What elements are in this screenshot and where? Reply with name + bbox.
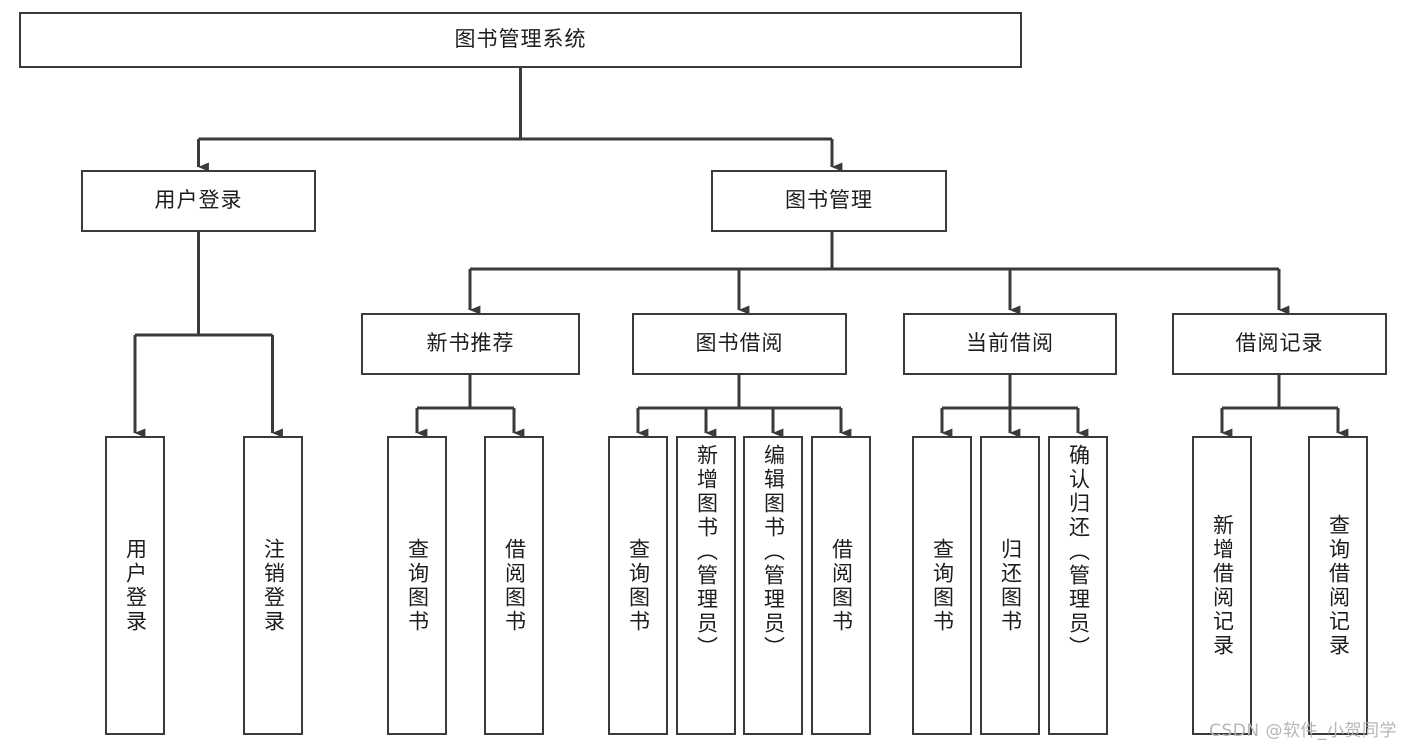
node-book-borrow[interactable]: 图书借阅 <box>632 313 847 375</box>
node-current-borrow[interactable]: 当前借阅 <box>903 313 1117 375</box>
node-leaf-add-book[interactable]: 新增图书（管理员） <box>676 436 736 735</box>
node-leaf-query-book-2-label: 查询图书 <box>626 537 651 634</box>
connectors-borrow-record-to-leaves <box>1220 375 1349 438</box>
node-book-borrow-label: 图书借阅 <box>695 331 784 356</box>
node-leaf-query-record[interactable]: 查询借阅记录 <box>1308 436 1368 735</box>
node-current-borrow-label: 当前借阅 <box>966 331 1054 356</box>
node-borrow-record-label: 借阅记录 <box>1235 331 1324 356</box>
connectors-root-to-level1 <box>197 68 843 172</box>
node-leaf-return-book[interactable]: 归还图书 <box>980 436 1040 735</box>
node-new-book-recommend[interactable]: 新书推荐 <box>361 313 580 375</box>
connectors-user-login-to-leaves <box>133 232 283 438</box>
node-leaf-add-record-label: 新增借阅记录 <box>1210 513 1235 658</box>
node-user-login-label: 用户登录 <box>154 188 243 213</box>
node-new-book-recommend-label: 新书推荐 <box>426 331 515 356</box>
node-leaf-logout-login[interactable]: 注销登录 <box>243 436 303 735</box>
connectors-new-book-recommend-to-leaves <box>415 375 525 438</box>
node-leaf-borrow-book-1-label: 借阅图书 <box>502 537 527 634</box>
node-leaf-edit-book[interactable]: 编辑图书（管理员） <box>743 436 803 735</box>
connectors-book-management-to-level2 <box>468 232 1290 315</box>
node-user-login[interactable]: 用户登录 <box>81 170 316 232</box>
node-leaf-borrow-book-2-label: 借阅图书 <box>829 537 854 634</box>
node-leaf-return-book-label: 归还图书 <box>998 537 1023 634</box>
node-leaf-confirm-return[interactable]: 确认归还（管理员） <box>1048 436 1108 735</box>
node-leaf-query-book-1[interactable]: 查询图书 <box>387 436 447 735</box>
node-leaf-query-book-3-label: 查询图书 <box>930 537 955 634</box>
node-root-label: 图书管理系统 <box>454 27 587 52</box>
connectors-current-borrow-to-leaves <box>940 375 1089 438</box>
node-book-management[interactable]: 图书管理 <box>711 170 947 232</box>
node-leaf-confirm-return-label: 确认归还（管理员） <box>1066 444 1091 660</box>
node-leaf-edit-book-label: 编辑图书（管理员） <box>761 444 786 660</box>
node-leaf-add-record[interactable]: 新增借阅记录 <box>1192 436 1252 735</box>
connectors-book-borrow-to-leaves <box>636 375 852 438</box>
node-leaf-user-login[interactable]: 用户登录 <box>105 436 165 735</box>
node-leaf-add-book-label: 新增图书（管理员） <box>694 444 719 660</box>
node-leaf-query-book-1-label: 查询图书 <box>405 537 430 634</box>
node-root[interactable]: 图书管理系统 <box>19 12 1022 68</box>
node-leaf-user-login-label: 用户登录 <box>123 537 148 634</box>
node-leaf-logout-login-label: 注销登录 <box>261 537 286 634</box>
node-leaf-borrow-book-1[interactable]: 借阅图书 <box>484 436 544 735</box>
node-leaf-query-record-label: 查询借阅记录 <box>1326 513 1351 658</box>
node-book-management-label: 图书管理 <box>785 188 873 213</box>
node-leaf-borrow-book-2[interactable]: 借阅图书 <box>811 436 871 735</box>
node-borrow-record[interactable]: 借阅记录 <box>1172 313 1387 375</box>
node-leaf-query-book-3[interactable]: 查询图书 <box>912 436 972 735</box>
node-leaf-query-book-2[interactable]: 查询图书 <box>608 436 668 735</box>
